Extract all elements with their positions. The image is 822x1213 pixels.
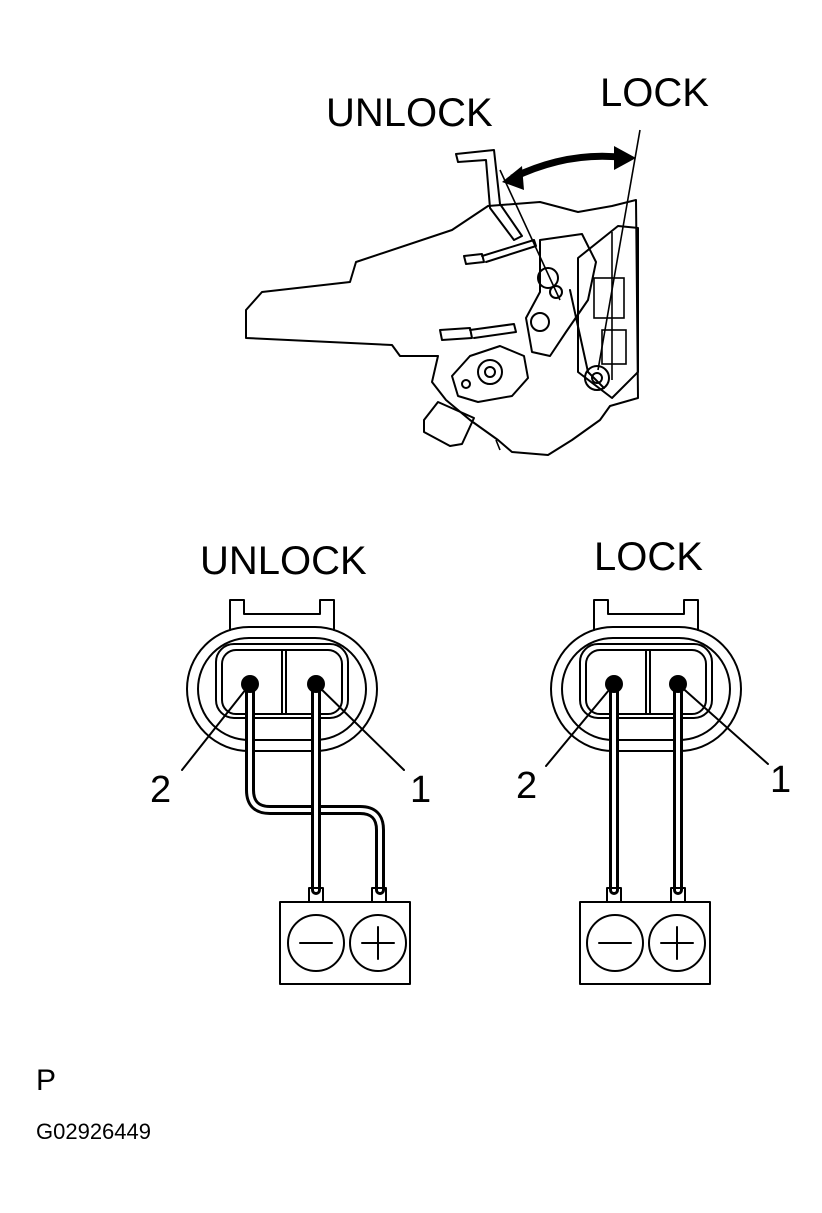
connector-title: LOCK [594,535,703,579]
door-lock-assembly [245,129,641,456]
pin-2-label: 2 [516,765,537,807]
figure-code: G02926449 [36,1119,151,1144]
lock-label: LOCK [600,71,709,115]
pin-2-label: 2 [150,769,171,811]
connector-title: UNLOCK [200,539,367,583]
unlock-label: UNLOCK [326,91,493,135]
battery-negative-terminal [287,914,345,972]
lock-connector-diagram: LOCK 2 1 [516,535,791,985]
pin-1-label: 1 [770,759,791,801]
battery-positive-terminal [648,914,706,972]
battery-positive-terminal [349,914,407,972]
battery-negative-terminal [586,914,644,972]
p-code: P [36,1064,56,1097]
pin-1-label: 1 [410,769,431,811]
unlock-connector-diagram: UNLOCK 2 1 [150,539,431,985]
